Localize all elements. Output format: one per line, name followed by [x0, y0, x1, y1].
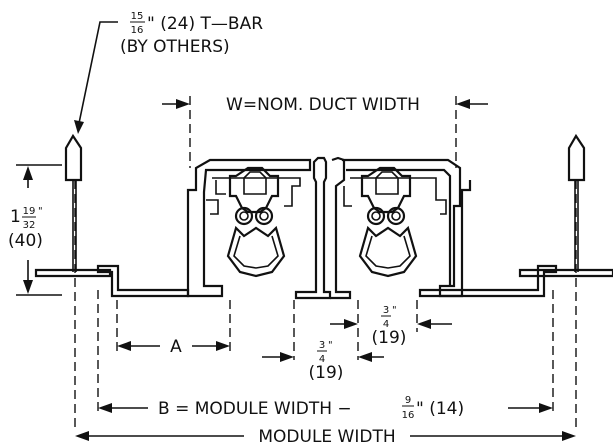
left-pattern-controller	[226, 166, 286, 278]
b-dimension: B = MODULE WIDTH − 9 16 " (14)	[98, 395, 553, 421]
right-inch: "	[392, 305, 397, 316]
b-frac-den: 16	[402, 410, 415, 421]
left-mm: (19)	[309, 363, 344, 383]
module-width-label: MODULE WIDTH	[258, 427, 395, 446]
tbar-line2-text: (BY OTHERS)	[120, 37, 230, 57]
a-dimension: A	[117, 337, 230, 357]
w-dimension: W=NOM. DUCT WIDTH	[162, 95, 488, 115]
right-frac-num: 3	[383, 305, 389, 316]
height-frac-den: 32	[23, 220, 36, 231]
height-frac-num: 19	[23, 206, 36, 217]
height-mm: (40)	[8, 231, 43, 251]
b-frac-num: 9	[405, 395, 411, 406]
left-inch: "	[328, 340, 333, 351]
tbar-fraction-denominator: 16	[131, 25, 144, 36]
b-dimension-suffix: " (14)	[416, 399, 464, 419]
tbar-leader	[74, 21, 118, 134]
left-frac-num: 3	[319, 340, 325, 351]
height-inch: "	[38, 206, 43, 217]
module-width-dimension: MODULE WIDTH	[75, 427, 576, 446]
tbar-fraction-numerator: 15	[131, 11, 144, 22]
right-frac-den: 4	[383, 319, 389, 330]
diffuser-body	[96, 156, 558, 300]
gap-dimension-right: 3 4 " (19)	[330, 305, 452, 348]
height-dimension: 1 19 32 " (40)	[8, 164, 62, 296]
right-pattern-controller	[358, 166, 418, 278]
left-tbar	[34, 133, 112, 278]
w-dimension-label: W=NOM. DUCT WIDTH	[226, 95, 420, 115]
right-tbar	[518, 133, 613, 278]
tbar-label: 15 16 " (24) T—BAR (BY OTHERS)	[120, 11, 263, 57]
tbar-line1-text: " (24) T—BAR	[147, 14, 263, 34]
gap-dimension-left: 3 4 " (19)	[262, 340, 384, 383]
b-dimension-prefix: B = MODULE WIDTH −	[158, 399, 352, 419]
a-dimension-label: A	[170, 337, 182, 357]
right-mm: (19)	[372, 328, 407, 348]
left-frac-den: 4	[319, 354, 325, 365]
height-whole: 1	[10, 207, 21, 227]
